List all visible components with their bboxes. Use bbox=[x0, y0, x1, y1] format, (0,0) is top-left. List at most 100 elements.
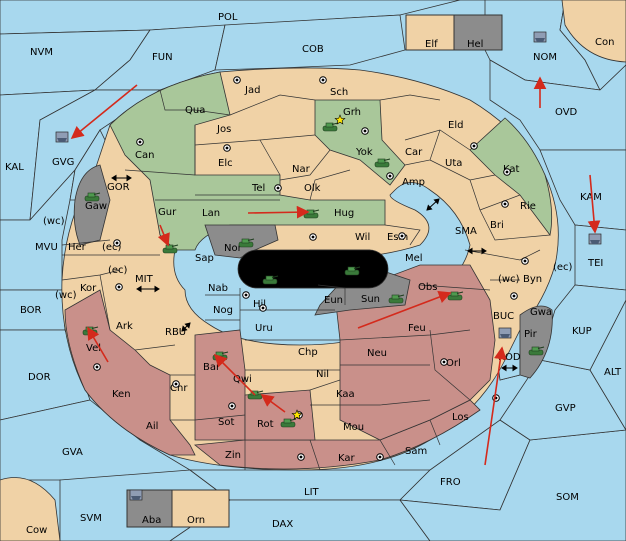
label-feu: Feu bbox=[408, 323, 426, 334]
label-nvm: NVM bbox=[30, 47, 53, 58]
label-rie: Rie bbox=[520, 201, 536, 212]
label-rot: Rot bbox=[257, 419, 274, 430]
label-pol: POL bbox=[218, 12, 238, 23]
region-orn[interactable] bbox=[171, 489, 230, 528]
label-nar: Nar bbox=[292, 164, 311, 175]
fleet-icon[interactable] bbox=[588, 233, 602, 245]
region-ovd[interactable] bbox=[489, 59, 626, 151]
fleet-icon[interactable] bbox=[55, 131, 69, 143]
army-icon[interactable] bbox=[528, 346, 545, 356]
label-dax: DAX bbox=[272, 519, 293, 530]
army-icon[interactable] bbox=[162, 244, 179, 254]
supply-center-icon bbox=[319, 76, 327, 84]
label-kor: Kor bbox=[80, 283, 97, 294]
supply-center-icon bbox=[223, 144, 231, 152]
supply-center-icon bbox=[440, 358, 448, 366]
label-kup: KUP bbox=[572, 326, 592, 337]
region-gaw[interactable] bbox=[73, 164, 111, 246]
province-borders bbox=[61, 89, 551, 471]
army-icon[interactable] bbox=[238, 238, 255, 248]
label-orl: Orl bbox=[446, 358, 461, 369]
label-qua: Qua bbox=[185, 105, 205, 116]
label-sma: SMA bbox=[455, 226, 477, 237]
label-gvg: GVG bbox=[52, 157, 74, 168]
supply-center-icon bbox=[136, 138, 144, 146]
label-sam: Sam bbox=[405, 446, 427, 457]
label-gaw: Gaw bbox=[85, 201, 107, 212]
label-mou: Mou bbox=[343, 422, 364, 433]
label-qwi: Qwi bbox=[233, 374, 252, 385]
label-nom: NOM bbox=[533, 52, 557, 63]
double-arrow-icon bbox=[136, 285, 160, 293]
label-aba: Aba bbox=[142, 515, 161, 526]
army-icon[interactable] bbox=[374, 158, 391, 168]
label-dor: DOR bbox=[28, 372, 51, 383]
label-nog: Nog bbox=[213, 305, 233, 316]
region-hel[interactable] bbox=[453, 14, 503, 51]
region-cow[interactable] bbox=[0, 477, 61, 541]
region-channel bbox=[237, 249, 389, 289]
label-neu: Neu bbox=[367, 348, 387, 359]
fleet-icon[interactable] bbox=[129, 489, 143, 501]
label-gvp: GVP bbox=[555, 403, 576, 414]
star-icon bbox=[334, 114, 346, 125]
label-pir: Pir bbox=[524, 329, 538, 340]
army-icon[interactable] bbox=[84, 192, 101, 202]
label-con: Con bbox=[595, 37, 614, 48]
supply-center-icon bbox=[503, 168, 511, 176]
label-eld: Eld bbox=[448, 120, 463, 131]
supply-center-icon bbox=[259, 304, 267, 312]
label-gor: GOR bbox=[107, 182, 130, 193]
army-icon[interactable] bbox=[447, 291, 464, 301]
region-tei[interactable] bbox=[574, 224, 626, 291]
army-icon[interactable] bbox=[388, 294, 405, 304]
label-bri: Bri bbox=[490, 220, 504, 231]
double-arrows bbox=[111, 174, 518, 372]
order-arrow bbox=[357, 291, 452, 329]
supply-center-icon bbox=[361, 127, 369, 135]
army-icon[interactable] bbox=[262, 275, 279, 285]
label-jos: Jos bbox=[216, 124, 231, 135]
label-uru: Uru bbox=[255, 323, 273, 334]
label-grh: Grh bbox=[343, 107, 361, 118]
region-pir[interactable] bbox=[519, 305, 553, 379]
supply-center-icon bbox=[470, 142, 478, 150]
army-icon[interactable] bbox=[322, 122, 339, 132]
label-wc-1: (wc) bbox=[43, 216, 65, 227]
label-rbu: RBU bbox=[165, 327, 186, 338]
label-nil: Nil bbox=[316, 369, 329, 380]
star-icon bbox=[291, 409, 303, 420]
label-buc: BUC bbox=[493, 311, 514, 322]
supply-center-icon bbox=[113, 239, 121, 247]
order-arrow bbox=[484, 346, 507, 466]
army-icon[interactable] bbox=[344, 266, 361, 276]
label-cob: COB bbox=[302, 44, 324, 55]
region-som[interactable] bbox=[399, 429, 626, 541]
army-icon[interactable] bbox=[280, 418, 297, 428]
label-eun: Eun bbox=[324, 295, 343, 306]
order-arrows bbox=[70, 76, 601, 466]
label-sap: Sap bbox=[195, 253, 214, 264]
supply-center-icon bbox=[172, 380, 180, 388]
label-svm: SVM bbox=[80, 513, 102, 524]
label-her: Her bbox=[68, 242, 87, 253]
fleet-icon[interactable] bbox=[533, 31, 547, 43]
label-olk: Olk bbox=[304, 183, 321, 194]
label-hil: Hil bbox=[253, 299, 266, 310]
region-cob[interactable] bbox=[214, 14, 406, 71]
label-chr: Chr bbox=[170, 383, 188, 394]
label-nor: Nor bbox=[224, 243, 243, 254]
army-icon[interactable] bbox=[247, 390, 264, 400]
label-kam: KAM bbox=[580, 192, 602, 203]
units bbox=[55, 31, 602, 501]
order-arrow bbox=[213, 353, 256, 396]
double-arrow-icon bbox=[181, 322, 191, 332]
supply-center-icon bbox=[274, 184, 282, 192]
label-ken: Ken bbox=[112, 389, 131, 400]
region-elf[interactable] bbox=[405, 14, 455, 51]
fleet-icon[interactable] bbox=[498, 327, 512, 339]
label-wc-3: (wc) bbox=[55, 290, 77, 301]
label-ovd: OVD bbox=[555, 107, 578, 118]
label-web: Web bbox=[286, 273, 308, 284]
